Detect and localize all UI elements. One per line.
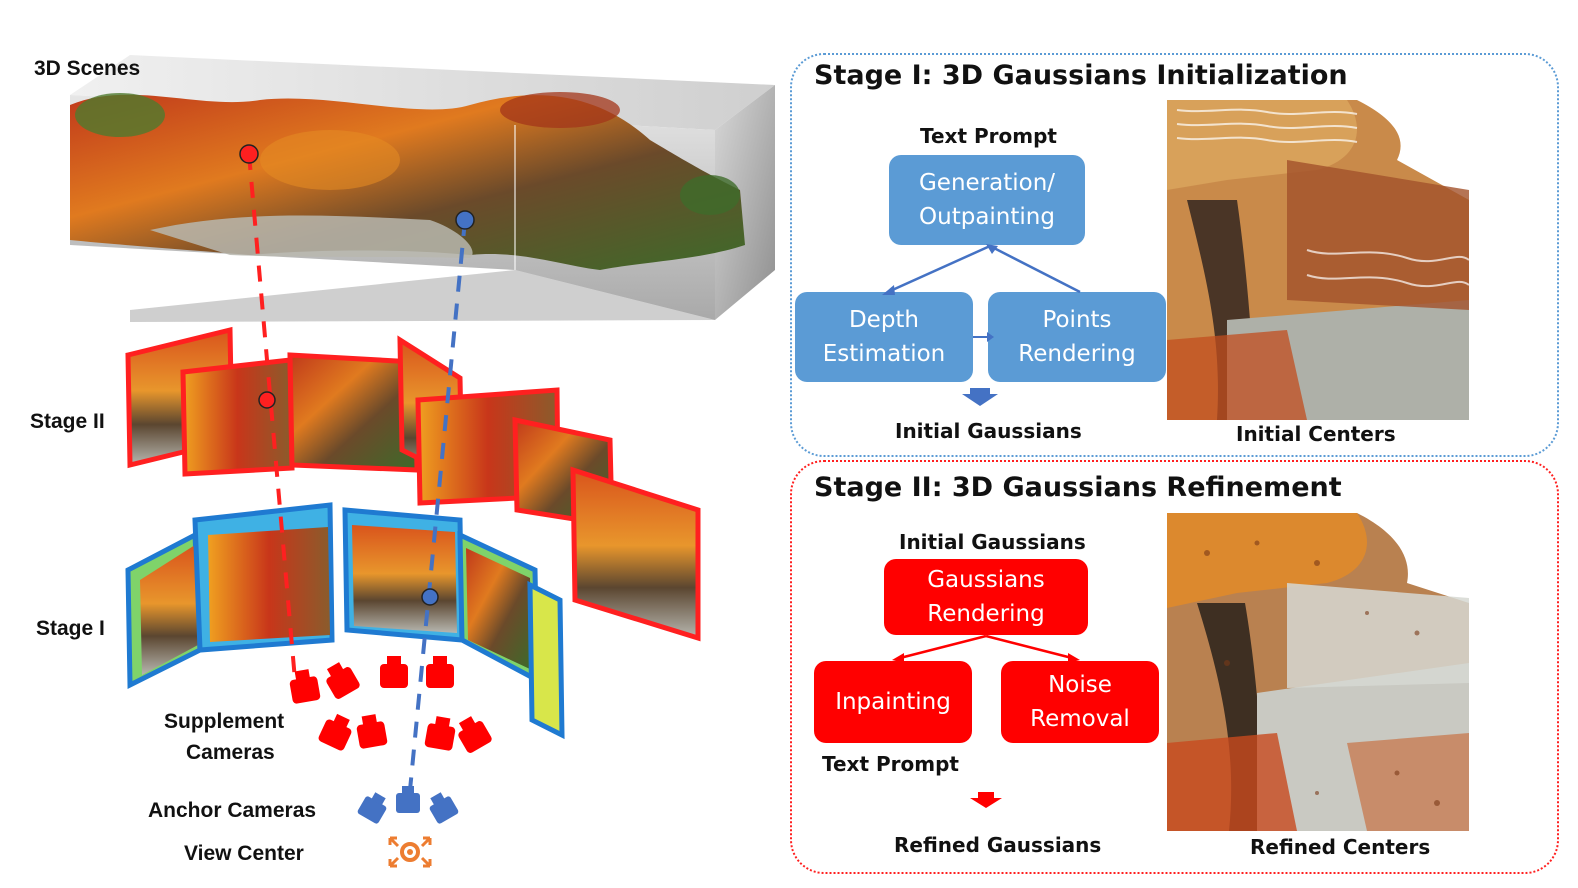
initial-centers-caption: Initial Centers [1236, 422, 1396, 446]
refined-centers-caption: Refined Centers [1250, 835, 1431, 859]
camera-icon [426, 656, 454, 688]
camera-icon [357, 792, 387, 824]
scene-label: 3D Scenes [34, 57, 141, 80]
generation-outpainting-box: Generation/ Outpainting [889, 155, 1085, 245]
sample-point-red [258, 391, 276, 409]
camera-icon [380, 656, 408, 688]
scene-path [150, 215, 473, 258]
stage1-text-prompt: Text Prompt [920, 124, 1057, 148]
view-center-label: View Center [184, 842, 304, 865]
camera-icon [289, 669, 321, 704]
arrowhead [987, 332, 994, 342]
camera-icon [458, 716, 492, 753]
arrow-to-noise-removal [985, 634, 1073, 660]
noise-removal-box: Noise Removal [1001, 661, 1159, 743]
scene-box-bottom [130, 270, 715, 322]
supplement-label-line1: Supplement [164, 710, 285, 733]
initial-gaussians-label: Initial Gaussians [895, 419, 1082, 443]
initial-centers-image [1167, 100, 1469, 420]
camera-icon [318, 713, 352, 751]
stage1-title: Stage I: 3D Gaussians Initialization [814, 60, 1348, 91]
stage1-view-image [140, 545, 198, 675]
camera-icon [326, 662, 360, 699]
down-arrow [962, 388, 998, 406]
anchor-label: Anchor Cameras [148, 799, 317, 822]
arrow-to-depth [887, 244, 991, 294]
stage1-view-image [208, 527, 330, 642]
stage2-view [287, 352, 420, 473]
scene-tree [500, 92, 620, 128]
supplement-label-line2: Cameras [186, 741, 275, 764]
stage1-view-image [352, 525, 457, 633]
sample-point-blue [421, 588, 439, 606]
scene-tree [680, 175, 740, 215]
stage1-arrows [882, 244, 1081, 406]
arrow-from-points [989, 244, 1081, 294]
down-arrow [970, 792, 1002, 808]
camera-icon [356, 714, 388, 749]
scene-illustration [70, 55, 775, 868]
anchor-ray [408, 219, 467, 791]
scene-tree [75, 93, 165, 137]
supplement-ray [247, 153, 297, 681]
arrow-to-inpainting [899, 634, 987, 660]
stage1-views [125, 502, 565, 740]
stage1-label: Stage I [36, 617, 105, 640]
view-center-icon [388, 836, 432, 868]
stage2-label: Stage II [30, 410, 105, 433]
camera-icon [424, 716, 456, 751]
stage2-panel [790, 460, 1559, 874]
sample-point-red [239, 144, 259, 164]
supplement-cameras [289, 656, 492, 753]
initial-centers-render [1167, 100, 1469, 420]
stage1-view-image [466, 548, 532, 670]
stage2-title: Stage II: 3D Gaussians Refinement [814, 472, 1342, 503]
stage1-view [527, 580, 565, 740]
stage2-text-prompt: Text Prompt [822, 752, 959, 776]
camera-icon [429, 792, 459, 824]
gaussians-rendering-box: Gaussians Rendering [884, 559, 1088, 635]
arrowhead [882, 285, 895, 295]
stage2-view [570, 466, 701, 642]
refined-gaussians-label: Refined Gaussians [894, 833, 1102, 857]
depth-estimation-box: Depth Estimation [795, 292, 973, 382]
stage2-input-label: Initial Gaussians [899, 530, 1086, 554]
stage2-arrows [892, 634, 1080, 808]
stage1-panel [790, 53, 1559, 457]
points-rendering-box: Points Rendering [988, 292, 1166, 382]
refined-centers-image [1167, 513, 1469, 831]
sample-point-blue [455, 210, 475, 230]
stage2-views [125, 326, 701, 642]
scene-box [70, 55, 775, 322]
arrowhead [986, 244, 998, 254]
refined-centers-render [1167, 513, 1469, 831]
scene-tree [260, 130, 400, 190]
anchor-cameras [357, 786, 459, 824]
inpainting-box: Inpainting [814, 661, 972, 743]
stage2-view [180, 357, 295, 477]
camera-icon [396, 786, 420, 813]
scene-box-side [715, 85, 775, 320]
arrowhead [892, 653, 904, 663]
arrowhead [1068, 653, 1080, 663]
